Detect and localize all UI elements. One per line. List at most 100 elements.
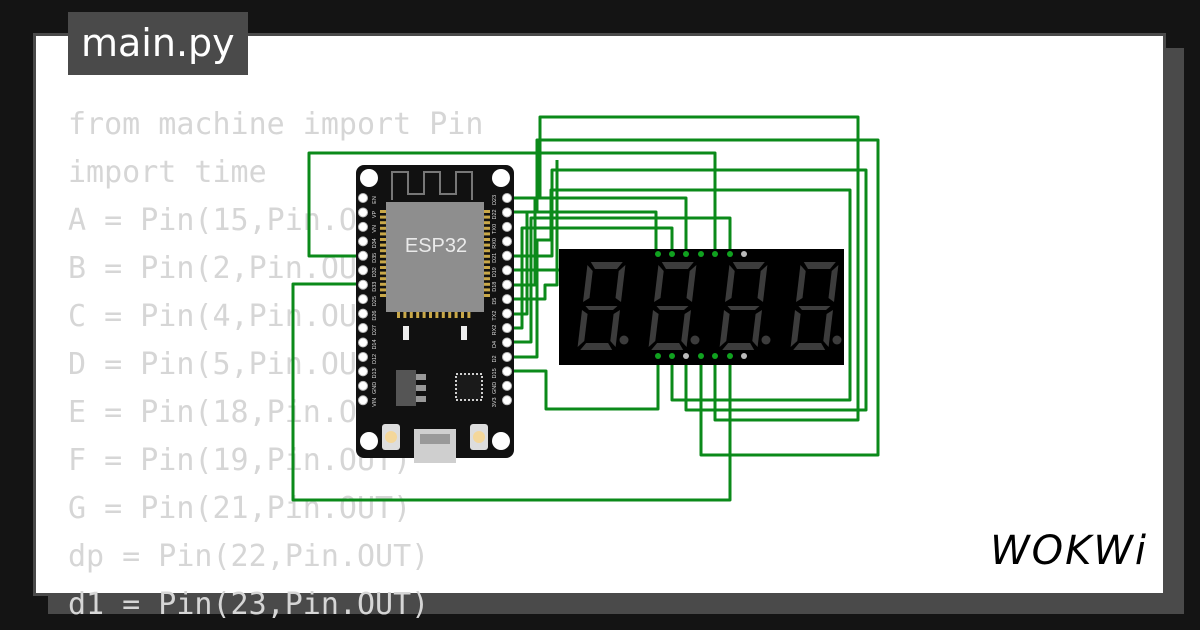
- digit-segment: [719, 310, 730, 347]
- pin-label: 3V3: [492, 397, 498, 407]
- regulator-leg: [416, 374, 426, 380]
- header-pin: [358, 337, 368, 348]
- module-pad: [380, 277, 387, 281]
- regulator-leg: [416, 396, 426, 402]
- module-pad: [483, 271, 490, 275]
- header-pin: [502, 395, 512, 406]
- digit-segment: [654, 265, 664, 302]
- module-pad: [483, 294, 490, 297]
- pin-label: EN: [372, 196, 378, 204]
- module-pad: [483, 249, 490, 253]
- digit-segment: [793, 343, 826, 350]
- module-pad: [483, 282, 490, 286]
- display-pin-top: [683, 251, 689, 257]
- header-pin: [502, 337, 512, 348]
- header-pin: [358, 366, 368, 377]
- header-pin: [358, 250, 368, 261]
- header-pin: [358, 395, 368, 406]
- digit-segment: [725, 265, 735, 302]
- pin-label: VP: [372, 210, 378, 218]
- wire: [307, 151, 717, 258]
- digit-segment: [577, 310, 588, 347]
- antenna-icon: [391, 171, 473, 200]
- digit-segment: [681, 310, 691, 347]
- pin-label: D25: [372, 296, 378, 306]
- module-pad: [397, 311, 400, 318]
- module-pad: [380, 232, 387, 236]
- file-tab[interactable]: main.py: [68, 12, 248, 75]
- header-pin: [502, 207, 512, 218]
- header-pin: [502, 250, 512, 261]
- display-pin-bottom: [741, 353, 747, 359]
- digit-segment: [752, 310, 762, 347]
- digit-segment: [798, 306, 831, 310]
- display-pin-top: [655, 251, 661, 257]
- header-pin: [358, 236, 368, 247]
- smd-part: [403, 326, 409, 340]
- decimal-point: [761, 335, 771, 345]
- header-pin: [358, 294, 368, 305]
- module-pad: [429, 311, 432, 318]
- pin-label: D23: [492, 195, 498, 205]
- pin-label: TX2: [492, 311, 498, 321]
- pin-label: D21: [492, 253, 498, 263]
- mount-hole: [492, 169, 510, 187]
- module-pad: [483, 254, 490, 258]
- digit-segment: [583, 265, 593, 302]
- header-pin: [358, 380, 368, 391]
- display-pin-bottom: [683, 353, 689, 359]
- digit-segment: [823, 310, 833, 347]
- usb-port-slot: [420, 434, 450, 444]
- header-pin: [358, 279, 368, 290]
- wroom-module: [386, 202, 484, 312]
- pin-label: GND: [372, 382, 378, 394]
- display-pin-top: [741, 251, 747, 257]
- pin-label: VIN: [372, 398, 378, 407]
- module-pad: [483, 243, 490, 247]
- pin-label: VN: [372, 225, 378, 233]
- display-pin-bottom: [655, 353, 661, 359]
- header-pin: [358, 351, 368, 362]
- wires: [291, 115, 880, 502]
- pin-label: D34: [372, 238, 378, 248]
- seven-segment-display[interactable]: [559, 249, 844, 365]
- module-pad: [483, 266, 490, 269]
- digit-segment: [651, 343, 684, 350]
- wire: [507, 210, 658, 316]
- header-pin: [502, 366, 512, 377]
- digit-segment: [686, 265, 697, 302]
- mount-hole: [360, 169, 378, 187]
- module-pad: [380, 294, 387, 297]
- esp32-board[interactable]: ESP32 ENVPVND34D35D32D33D25D26D27D14D12D…: [356, 165, 514, 463]
- module-pad: [380, 282, 387, 286]
- module-pad: [409, 311, 413, 318]
- right-pin-header: D23D22TX0RX0D21D19D18D5TX2RX2D4D2D15GND3…: [492, 193, 512, 407]
- module-pad: [380, 260, 387, 264]
- header-pin: [358, 207, 368, 218]
- display-pin-bottom: [727, 353, 733, 359]
- en-button-cap: [385, 431, 397, 443]
- header-pin: [502, 221, 512, 232]
- header-pin: [502, 294, 512, 305]
- module-pad: [403, 311, 407, 318]
- digit-segment: [828, 265, 839, 302]
- display-pin-bottom: [669, 353, 675, 359]
- digit-segment: [732, 262, 765, 269]
- code-line: from machine import Pin: [68, 107, 484, 142]
- code-line: F = Pin(19,Pin.OUT): [68, 443, 412, 478]
- digit-segment: [722, 343, 755, 350]
- regulator-chip: [396, 370, 416, 406]
- pin-label: GND: [492, 382, 498, 394]
- module-pad: [483, 215, 490, 219]
- module-pad: [380, 266, 387, 269]
- header-pin: [502, 308, 512, 319]
- mount-hole: [492, 432, 510, 450]
- display-pin-top: [712, 251, 718, 257]
- wire: [291, 282, 732, 502]
- code-line: G = Pin(21,Pin.OUT): [68, 491, 412, 526]
- digit-segment: [656, 306, 689, 310]
- module-pad: [483, 238, 490, 241]
- digit-segment: [727, 306, 760, 310]
- pin-label: D35: [372, 253, 378, 263]
